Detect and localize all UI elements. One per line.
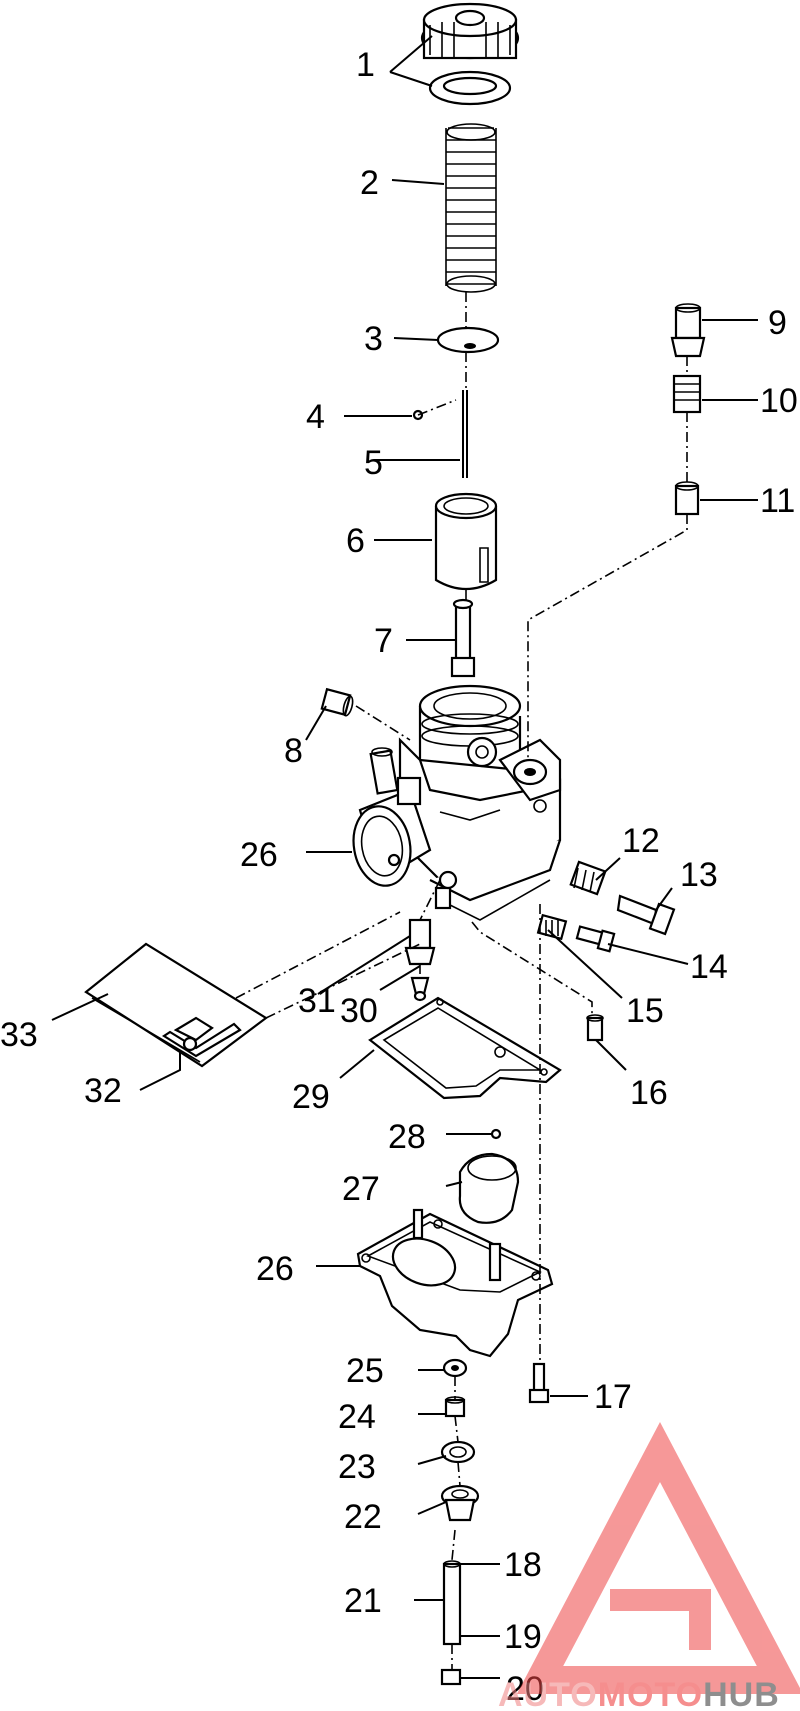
leader-lines: [51, 35, 758, 1679]
part-labels: 1 2 3 4 5 6 7 8 9 10 11 12 13 14 15 16 1…: [0, 46, 798, 1708]
part-1-cap: [420, 2, 520, 106]
label-10: 10: [760, 382, 798, 420]
part-25-washer: [442, 1358, 468, 1378]
label-3: 3: [364, 320, 383, 358]
label-27: 27: [342, 1170, 380, 1208]
part-28-pin: [490, 1128, 502, 1140]
part-29-gasket: [368, 996, 562, 1100]
label-31: 31: [298, 982, 336, 1020]
part-9-adjuster-cap: [670, 303, 706, 358]
label-18: 18: [504, 1546, 542, 1584]
label-26-bottom: 26: [256, 1250, 294, 1288]
label-26-top: 26: [240, 836, 278, 874]
part-31-main-jet-holder: [404, 918, 436, 966]
part-11-adjuster-nut: [674, 481, 700, 516]
label-21: 21: [344, 1582, 382, 1620]
watermark-logo-icon: [516, 1421, 800, 1694]
label-16: 16: [630, 1074, 668, 1112]
part-23-o-ring: [440, 1440, 476, 1464]
label-29: 29: [292, 1078, 330, 1116]
label-19: 19: [504, 1618, 542, 1656]
label-14: 14: [690, 948, 728, 986]
watermark-auto: AUTO: [498, 1676, 598, 1711]
part-12-spring: [569, 860, 607, 896]
label-9: 9: [768, 304, 787, 342]
part-20-cap: [440, 1668, 462, 1686]
label-28: 28: [388, 1118, 426, 1156]
label-22: 22: [344, 1498, 382, 1536]
carburetor-body: [352, 684, 562, 921]
part-16-jet: [586, 1014, 604, 1042]
label-33: 33: [0, 1016, 38, 1054]
label-2: 2: [360, 164, 379, 202]
part-26-float-bowl: [356, 1208, 554, 1358]
label-6: 6: [346, 522, 365, 560]
part-33-bracket: [84, 942, 268, 1068]
part-21-tube: [442, 1560, 462, 1646]
label-15: 15: [626, 992, 664, 1030]
label-1: 1: [356, 46, 375, 84]
label-25: 25: [346, 1352, 384, 1390]
label-4: 4: [306, 398, 325, 436]
part-3-clip-plate: [436, 326, 500, 354]
part-2-spring: [445, 123, 497, 293]
svg-text:AUTOMOTOHUB: AUTOMOTOHUB: [498, 1676, 780, 1711]
label-12: 12: [622, 822, 660, 860]
label-23: 23: [338, 1448, 376, 1486]
part-10-adjuster-spring: [672, 374, 702, 414]
part-13-screw: [616, 894, 676, 936]
label-11: 11: [760, 482, 795, 520]
part-6-slide: [434, 492, 498, 590]
part-15-spring: [536, 913, 568, 941]
part-27-float: [458, 1152, 520, 1224]
part-7-needle-jet: [450, 598, 476, 678]
label-5: 5: [364, 444, 383, 482]
assembly-lines: [235, 292, 688, 1670]
watermark-hub: HUB: [703, 1676, 780, 1711]
label-32: 32: [84, 1072, 122, 1110]
label-8: 8: [284, 732, 303, 770]
label-13: 13: [680, 856, 718, 894]
part-5-needle: [462, 390, 468, 478]
watermark-moto: MOTO: [598, 1676, 703, 1711]
part-8-plug: [320, 687, 354, 717]
automotohub-watermark: AUTOMOTOHUB: [498, 1421, 800, 1711]
part-32-clip: [161, 1016, 242, 1058]
label-7: 7: [374, 622, 393, 660]
label-24: 24: [338, 1398, 376, 1436]
label-30: 30: [340, 992, 378, 1030]
label-17: 17: [594, 1378, 632, 1416]
part-17-screw: [528, 1362, 550, 1404]
part-22-drain-plug: [440, 1484, 480, 1522]
part-30-main-jet: [410, 976, 430, 1002]
part-14-screw: [575, 925, 616, 953]
